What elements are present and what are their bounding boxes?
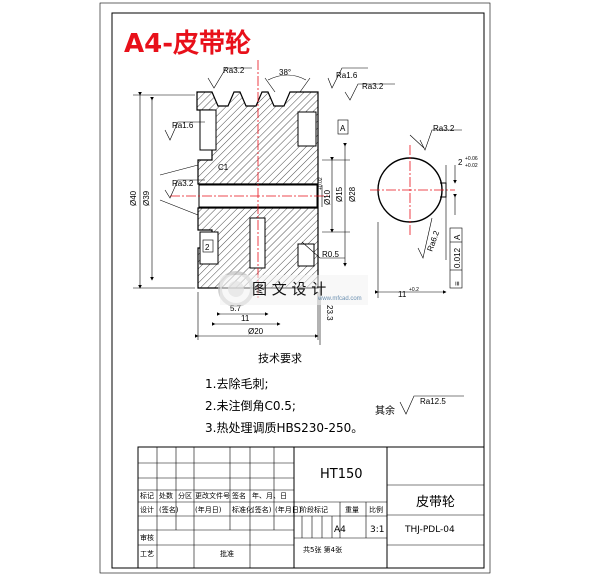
tol-frame-value: 0.012 [453, 247, 462, 268]
tolerance-label: +0.2 [409, 287, 419, 293]
section-view: A 38° Ra3.2 Ra1.6 Ra3.2 Ra1.6 Ra3.2 C1 Ø… [129, 60, 395, 345]
radius-label: R0.5 [322, 250, 339, 259]
tb-label: 分区 [178, 491, 192, 500]
scale-label: 3:1 [370, 525, 384, 535]
tb-label: 年、月、日 [252, 491, 287, 500]
roughness-label: Ra6.2 [425, 229, 441, 253]
tolerance-label: +0.06 [465, 156, 478, 162]
tb-label: 签名 [232, 491, 246, 500]
requirement-item: 3.热处理调质HBS230-250。 [205, 421, 363, 435]
dimension-label: 23.3 [325, 305, 334, 321]
tb-label: 处数 [159, 491, 173, 500]
outer-frame [99, 2, 491, 574]
datum-a-label: A [340, 124, 346, 133]
roughness-label: Ra3.2 [223, 66, 245, 75]
tol-frame-symbol: ≡ [453, 281, 462, 286]
tb-label: 标准化 [232, 505, 253, 514]
roughness-label: Ra1.6 [172, 121, 194, 130]
roughness-label: Ra3.2 [433, 124, 455, 133]
watermark-text: 图 文 设 计 [252, 280, 326, 298]
width-dim-label: Ø20 [248, 327, 264, 336]
width-dim-label: 5.7 [230, 304, 242, 313]
groove-angle-label: 38° [279, 68, 291, 77]
sheet-count-label: 共5张 第4张 [303, 545, 342, 554]
sheet-size-label: A4 [334, 525, 346, 535]
width-dim-label: 11 [241, 314, 250, 323]
roughness-label: Ra3.2 [172, 179, 194, 188]
technical-requirements: 技术要求 1.去除毛刺; 2.未注倒角C0.5; 3.热处理调质HBS230-2… [205, 352, 464, 435]
tolerance-label: +0.02 [465, 163, 478, 169]
watermark-url: www.mfcad.com [317, 296, 362, 302]
tb-label: 工艺 [140, 550, 154, 558]
drawing-title: A4-皮带轮 [124, 29, 251, 59]
tb-label: 审核 [140, 533, 154, 542]
roughness-label: Ra1.6 [336, 71, 358, 80]
requirement-item: 2.未注倒角C0.5; [205, 398, 296, 413]
part-name-label: 皮带轮 [416, 495, 455, 510]
dimension-label: 2 [205, 243, 210, 252]
roughness-label: Ra3.2 [362, 82, 384, 91]
tb-label: 重量 [345, 506, 359, 514]
diameter-label: Ø10 [323, 189, 332, 205]
chamfer-label: C1 [218, 163, 229, 172]
tolerance-label: +0.02 [318, 177, 324, 190]
tb-label: 更改文件号 [195, 491, 230, 500]
tb-label: (签名) [252, 505, 272, 514]
keyway-dim-label: 11 [398, 290, 407, 299]
requirements-heading: 技术要求 [258, 352, 302, 365]
tb-label: 比例 [369, 505, 383, 514]
tb-label: 批准 [220, 549, 234, 558]
title-block: 标记 处数 分区 更改文件号 签名 年、月、日 设计 (签名) (年月日) 标准… [137, 446, 485, 569]
diameter-label: Ø15 [335, 186, 344, 202]
watermark: 图 文 设 计 www.mfcad.com [218, 271, 368, 307]
others-label: 其余 [375, 404, 395, 417]
tb-label: (年月日) [195, 505, 222, 514]
roughness-label: Ra12.5 [420, 397, 446, 406]
drawing-number: THJ-PDL-04 [404, 525, 455, 535]
key-width-label: 2 [458, 158, 463, 167]
diameter-label: Ø28 [348, 186, 357, 202]
tol-frame-datum: A [453, 234, 462, 240]
tb-label: 标记 [140, 491, 154, 500]
tb-label: 阶段标记 [300, 505, 328, 514]
end-view: Ra3.2 2 +0.06 +0.02 Ra6.2 A 0.012 ≡ 11 +… [370, 124, 478, 299]
requirement-item: 1.去除毛刺; [205, 376, 269, 391]
diameter-label: Ø39 [142, 190, 151, 206]
material-label: HT150 [320, 467, 363, 482]
diameter-label: Ø40 [129, 190, 138, 206]
tb-label: (年月日) [275, 505, 302, 514]
tb-label: 设计 [140, 505, 154, 514]
tb-label: (签名) [159, 505, 179, 514]
